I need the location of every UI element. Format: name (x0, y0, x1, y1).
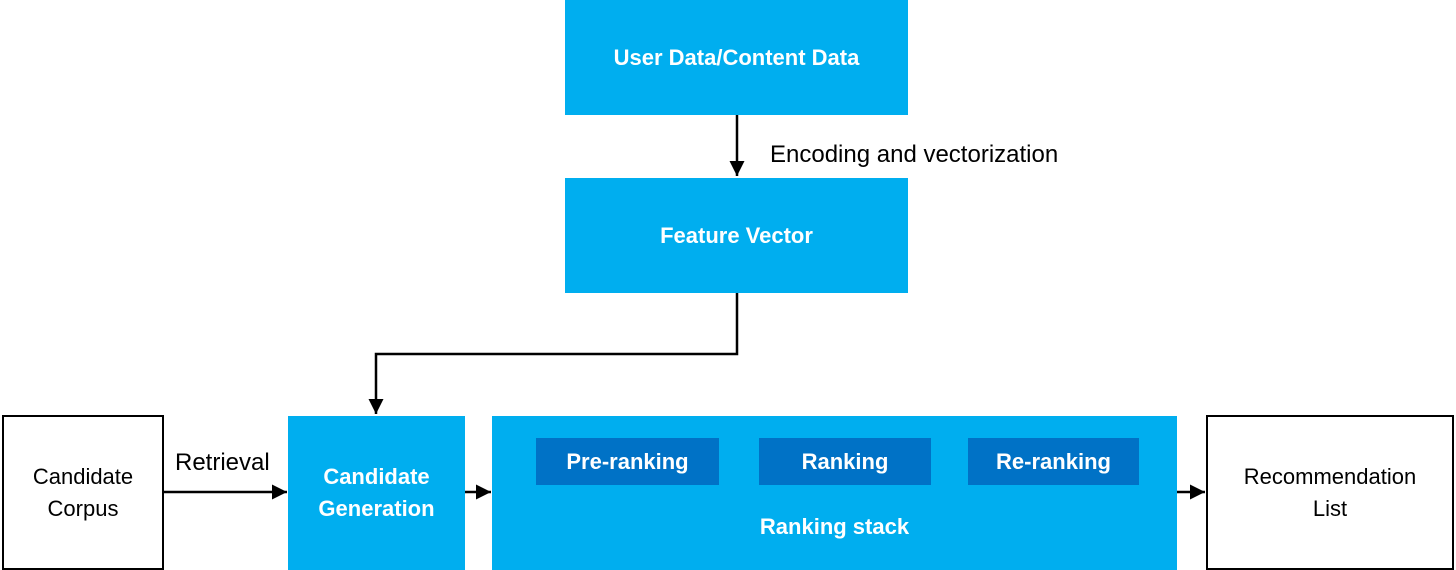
recommendation-label-line2: List (1312, 495, 1348, 521)
ranking-stack-label: Ranking stack (759, 514, 910, 539)
pre-ranking-box: Pre-ranking (536, 438, 719, 485)
candidate-generation-label-line1: Candidate (323, 464, 430, 489)
feature-vector-label: Feature Vector (660, 222, 813, 248)
candidate-corpus-box: Candidate Corpus (2, 415, 164, 570)
user-data-box: User Data/Content Data (565, 0, 908, 115)
arrow-feature-vector-to-candidate-generation (368, 293, 739, 414)
candidate-generation-label-line2: Generation (318, 496, 435, 521)
re-ranking-box: Re-ranking (968, 438, 1139, 485)
retrieval-label: Retrieval (175, 449, 270, 476)
candidate-corpus-label-line1: Candidate (32, 463, 134, 489)
pre-ranking-label: Pre-ranking (566, 448, 689, 474)
encoding-label: Encoding and vectorization (770, 141, 1059, 168)
recommendation-list-box: Recommendation List (1206, 415, 1454, 570)
re-ranking-label: Re-ranking (996, 448, 1111, 474)
feature-vector-box: Feature Vector (565, 178, 908, 293)
candidate-generation-box: Candidate Generation (288, 416, 465, 570)
recommendation-label-line1: Recommendation (1243, 463, 1417, 489)
ranking-label: Ranking (801, 448, 889, 474)
candidate-corpus-label-line2: Corpus (47, 495, 119, 521)
ranking-box: Ranking (759, 438, 931, 485)
user-data-label: User Data/Content Data (613, 44, 860, 70)
